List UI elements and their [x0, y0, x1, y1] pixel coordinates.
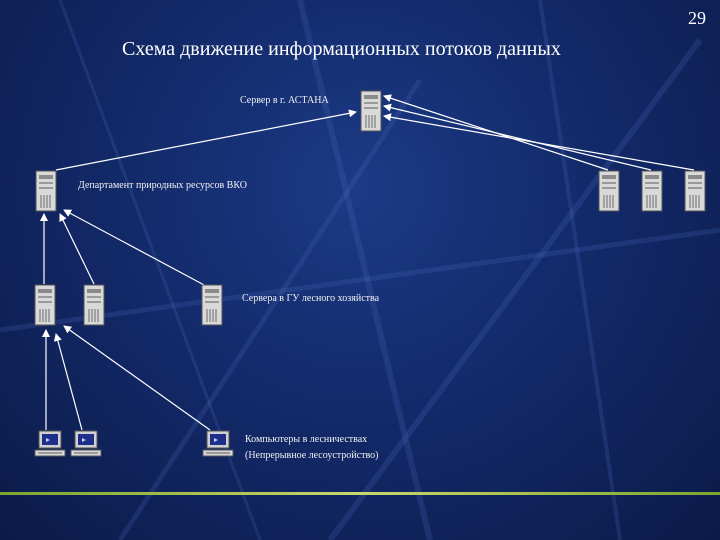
arrow-comp3-to-forestry [63, 325, 211, 431]
server-icon-forestry-1 [34, 284, 56, 326]
label-computers-line1: Компьютеры в лесничествах [245, 434, 368, 445]
arrow-server-c-to-astana [383, 113, 695, 171]
server-icon-forestry-2 [83, 284, 105, 326]
server-icon-astana [360, 90, 382, 132]
server-icon-right-1 [598, 170, 620, 212]
server-icon-department [35, 170, 57, 212]
computer-icon-1 [34, 430, 66, 457]
label-forestry-servers: Сервера в ГУ лесного хозяйства [242, 293, 380, 304]
server-icon-forestry-3 [201, 284, 223, 326]
bottom-rule [0, 492, 720, 495]
arrow-forestry2-to-dept [59, 213, 95, 285]
computer-icon-3 [202, 430, 234, 457]
label-department: Департамент природных ресурсов ВКО [78, 180, 247, 191]
arrow-server-b-to-astana [383, 103, 652, 171]
label-computers-line2: (Непрерывное лесоустройство) [245, 450, 379, 461]
server-icon-right-3 [684, 170, 706, 212]
label-astana-server: Сервер в г. АСТАНА [240, 95, 329, 106]
arrow-dept-to-astana [55, 109, 357, 171]
arrow-comp2-to-forestry [53, 333, 83, 431]
server-icon-right-2 [641, 170, 663, 212]
computer-icon-2 [70, 430, 102, 457]
arrow-forestry3-to-dept [63, 209, 207, 287]
page-number: 29 [688, 8, 706, 28]
label-computers: Компьютеры в лесничествах (Непрерывное л… [245, 432, 445, 464]
slide-title: Схема движение информационных потоков да… [122, 38, 561, 60]
